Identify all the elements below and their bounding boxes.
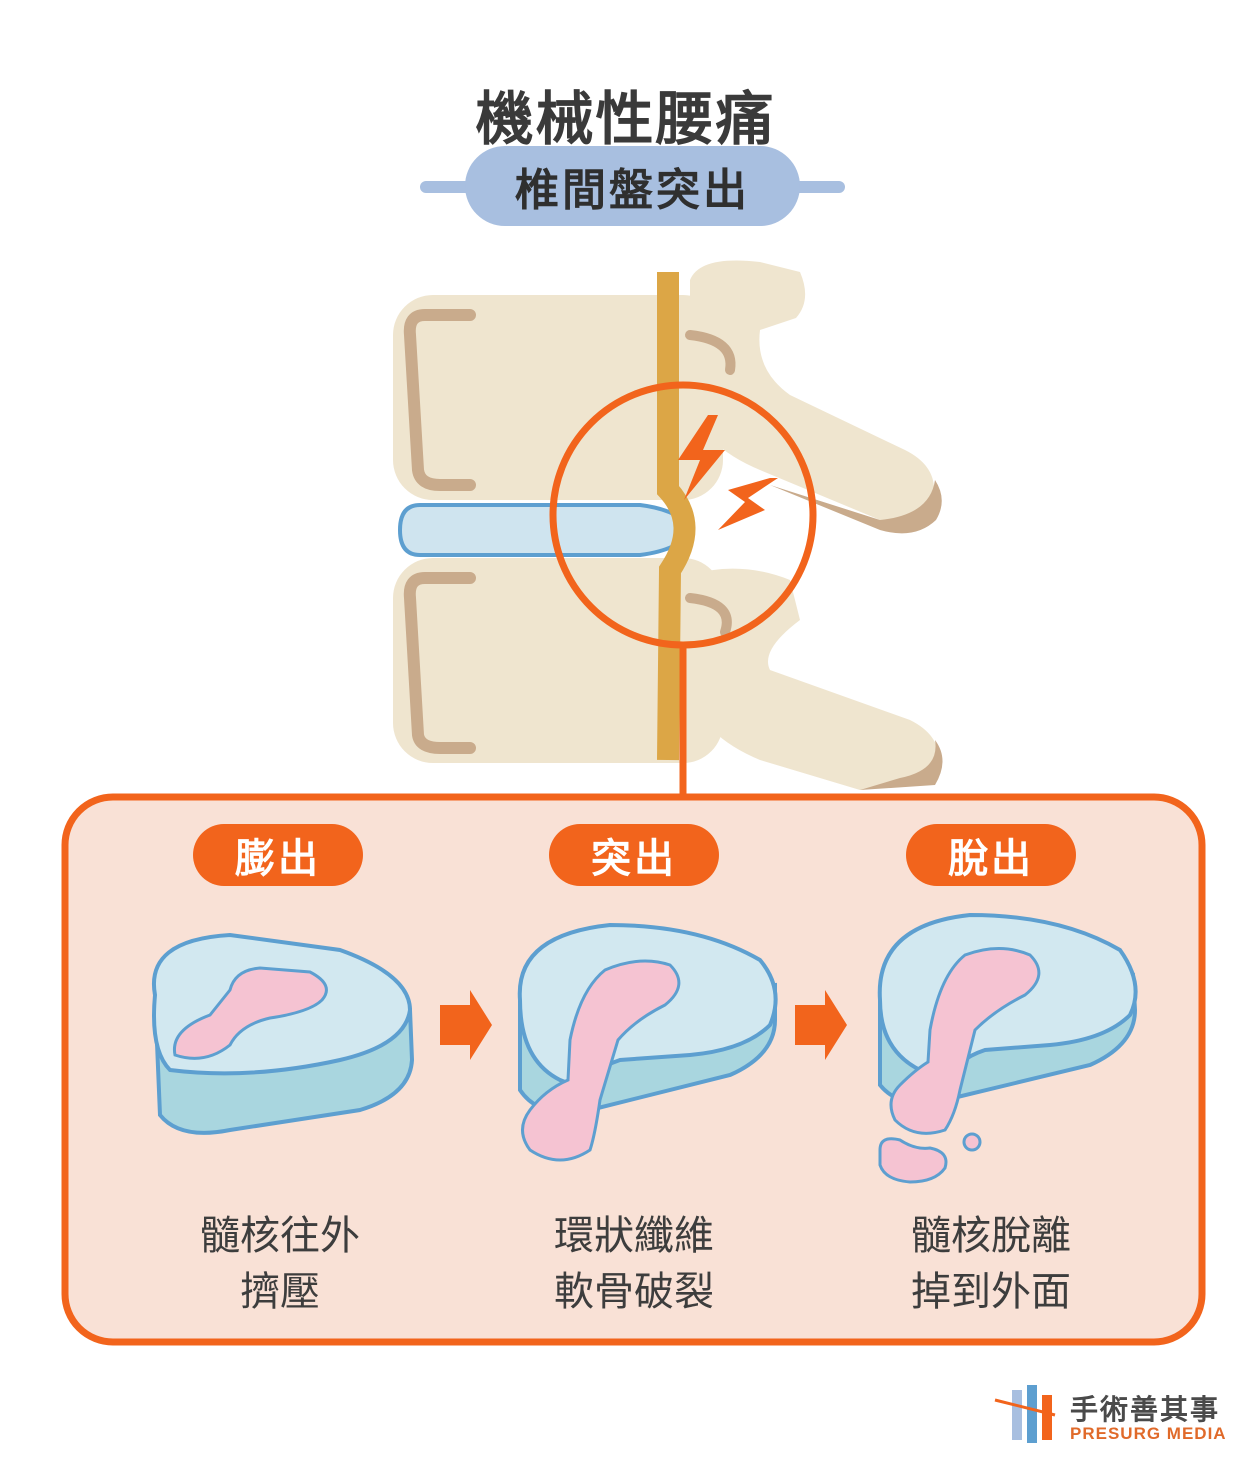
- upper-process-shadow: [770, 480, 942, 534]
- desc-line: 掉到外面: [911, 1269, 1071, 1315]
- arrow-right-icon: [440, 990, 492, 1060]
- upper-facet: [685, 330, 736, 375]
- desc-line: 環狀纖維: [554, 1213, 714, 1259]
- stage-label-bulge: 膨出: [193, 824, 363, 886]
- stage-description-extrusion: 髓核脫離 掉到外面: [841, 1208, 1141, 1320]
- upper-vertebral-body: [393, 295, 723, 500]
- stage-description-protrusion: 環狀纖維 軟骨破裂: [484, 1208, 784, 1320]
- upper-spinous-process: [690, 260, 935, 524]
- arrow-right-icon: [795, 990, 847, 1060]
- stage-label-protrusion: 突出: [549, 824, 719, 886]
- brand-name-en: PRESURG MEDIA: [1070, 1424, 1227, 1443]
- desc-line: 擠壓: [240, 1269, 320, 1315]
- lower-facet: [685, 593, 732, 637]
- stage-description-bulge: 髓核往外 擠壓: [130, 1208, 430, 1320]
- intervertebral-disc: [397, 503, 695, 557]
- subtitle-pill: 椎間盤突出: [465, 146, 800, 226]
- brand-logo-icon: [994, 1385, 1056, 1443]
- pain-bolt-icon: [718, 478, 778, 530]
- disc-herniated: [517, 922, 778, 1162]
- stage-label-extrusion: 脫出: [906, 824, 1076, 886]
- lower-vertebral-body: [393, 558, 723, 763]
- desc-line: 髓核脫離: [911, 1213, 1071, 1259]
- spine-illustration: [393, 260, 943, 800]
- lower-process-shadow: [860, 740, 943, 790]
- brand-name-cn: 手術善其事: [1070, 1393, 1221, 1426]
- disc-bulging: [151, 932, 415, 1135]
- desc-line: 髓核往外: [200, 1213, 360, 1259]
- page-title: 機械性腰痛: [475, 85, 776, 153]
- pain-bolt-icon: [678, 415, 725, 500]
- lower-spinous-process: [690, 568, 940, 790]
- upper-body-rim: [403, 309, 476, 491]
- lower-body-rim: [403, 572, 476, 754]
- disc-extruded: [877, 912, 1138, 1184]
- spinal-nerve: [657, 272, 696, 761]
- desc-line: 軟骨破裂: [554, 1269, 714, 1315]
